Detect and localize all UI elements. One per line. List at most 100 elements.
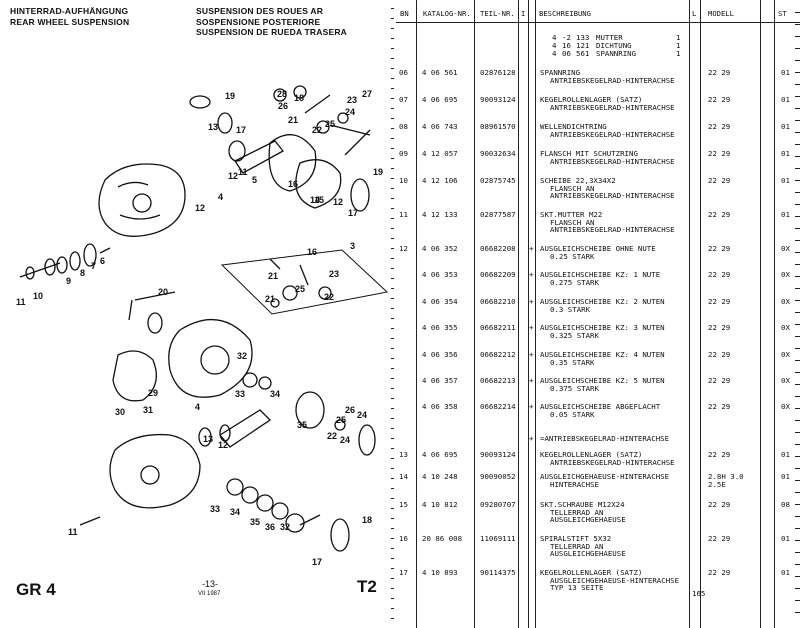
row-modell: 22 29 xyxy=(708,68,731,77)
bearing xyxy=(147,312,163,334)
lead-line xyxy=(19,247,111,278)
margin-tick xyxy=(391,108,394,109)
margin-tick xyxy=(795,276,800,277)
row-st: 01 xyxy=(781,149,790,158)
row-st: 01 xyxy=(781,210,790,219)
row-description-line: WELLENDICHTRING xyxy=(540,122,607,131)
axle-housing-bottom xyxy=(109,433,201,509)
header-german-block: HINTERRAD-AUFHÄNGUNG REAR WHEEL SUSPENSI… xyxy=(10,6,129,27)
callout-label: 36 xyxy=(265,522,275,532)
kit-item-quantity: 1 xyxy=(676,33,681,42)
group-code: GR 4 xyxy=(16,580,56,599)
row-description-line: KEGELROLLENLAGER (SATZ) xyxy=(540,450,643,459)
row-teil-nr: 08961570 xyxy=(480,122,516,131)
washer xyxy=(337,112,349,124)
row-modell: 22 29 xyxy=(708,450,731,459)
callout-label: 11 xyxy=(238,167,248,177)
callout-label: 30 xyxy=(115,407,125,417)
margin-tick xyxy=(795,144,800,145)
row-katalog-nr: 20 86 008 xyxy=(422,534,463,543)
kit-item-group: 4 xyxy=(552,41,557,50)
margin-tick xyxy=(391,398,394,399)
washer xyxy=(293,85,307,99)
margin-tick xyxy=(391,538,394,539)
margin-tick xyxy=(795,408,800,409)
callout-label: 26 xyxy=(278,101,288,111)
ring-gear xyxy=(268,134,317,192)
row-description-line: 0.35 STARK xyxy=(550,357,595,367)
print-date: VII 1987 xyxy=(198,591,221,597)
column-rule xyxy=(518,0,519,628)
row-katalog-nr: 4 06 352 xyxy=(422,244,458,253)
margin-tick xyxy=(795,576,800,577)
side-shaft xyxy=(329,124,371,156)
callout-label: 34 xyxy=(270,389,280,399)
row-teil-nr: 06682211 xyxy=(480,323,516,332)
callout-label: 25 xyxy=(295,284,305,294)
row-teil-nr: 90093124 xyxy=(480,450,516,459)
row-katalog-nr: 4 06 354 xyxy=(422,297,458,306)
parts-table: BN KATALOG-NR. TEIL-NR. I BESCHREIBUNG L… xyxy=(396,0,800,628)
row-teil-nr: 06682209 xyxy=(480,270,516,279)
column-rule xyxy=(535,0,536,628)
margin-tick xyxy=(795,564,800,565)
header-line: SUSPENSION DE RUEDA TRASERA xyxy=(196,27,348,37)
margin-tick xyxy=(391,558,394,559)
row-st: 0X xyxy=(781,376,790,385)
margin-tick xyxy=(391,368,394,369)
margin-tick xyxy=(795,72,800,73)
kit-item-group: 4 xyxy=(552,49,557,58)
column-header-i: I xyxy=(521,9,526,18)
margin-tick xyxy=(391,218,394,219)
row-modell: 22 29 xyxy=(708,500,731,509)
row-teil-nr: 06682213 xyxy=(480,376,516,385)
row-description-line: FLANSCH MIT SCHUTZRING xyxy=(540,149,638,158)
margin-tick xyxy=(795,84,800,85)
row-change-marker: + xyxy=(529,376,534,385)
row-description-line: TELLERRAD AN xyxy=(550,507,604,517)
margin-tick xyxy=(391,358,394,359)
bolt xyxy=(304,94,331,114)
row-teil-nr: 11069111 xyxy=(480,534,516,543)
margin-tick xyxy=(795,348,800,349)
margin-tick xyxy=(391,378,394,379)
callout-label: 28 xyxy=(277,89,287,99)
callout-label: 21 xyxy=(265,294,275,304)
row-teil-nr: 90032634 xyxy=(480,149,516,158)
row-teil-nr: 09280707 xyxy=(480,500,516,509)
row-description-line: AUSGLEICHGEHAEUSE-HINTERACHSE xyxy=(550,575,680,585)
row-st: 08 xyxy=(781,500,790,509)
callout-label: 15 xyxy=(314,195,324,205)
margin-tick xyxy=(391,458,394,459)
margin-tick xyxy=(391,528,394,529)
row-katalog-nr: 4 06 353 xyxy=(422,270,458,279)
bearing xyxy=(217,112,233,134)
margin-tick xyxy=(795,336,800,337)
margin-tick xyxy=(391,118,394,119)
margin-tick xyxy=(391,578,394,579)
row-st: 01 xyxy=(781,68,790,77)
margin-tick xyxy=(795,96,800,97)
row-katalog-nr: 4 06 743 xyxy=(422,122,458,131)
row-katalog-nr: 4 10 812 xyxy=(422,500,458,509)
header-rule xyxy=(396,22,800,23)
callout-label: 8 xyxy=(80,268,85,278)
row-modell: 22 29 xyxy=(708,122,731,131)
washer xyxy=(242,372,258,388)
row-st: 01 xyxy=(781,472,790,481)
kit-item-group: 4 xyxy=(552,33,557,42)
row-st: 0X xyxy=(781,402,790,411)
column-header-bn: BN xyxy=(400,9,409,18)
row-description-line: AUSGLEICHGEHAEUSE xyxy=(550,549,626,559)
detail-box xyxy=(220,249,389,315)
callout-label: 5 xyxy=(252,175,257,185)
page-number: -13- xyxy=(202,579,219,589)
margin-tick xyxy=(795,552,800,553)
row-modell: 22 29 xyxy=(708,402,731,411)
margin-tick xyxy=(391,148,394,149)
header-line: REAR WHEEL SUSPENSION xyxy=(10,16,130,27)
margin-tick xyxy=(391,318,394,319)
callout-label: 6 xyxy=(100,256,105,266)
row-st: 01 xyxy=(781,568,790,577)
kit-item-description: MUTTER xyxy=(596,33,623,42)
